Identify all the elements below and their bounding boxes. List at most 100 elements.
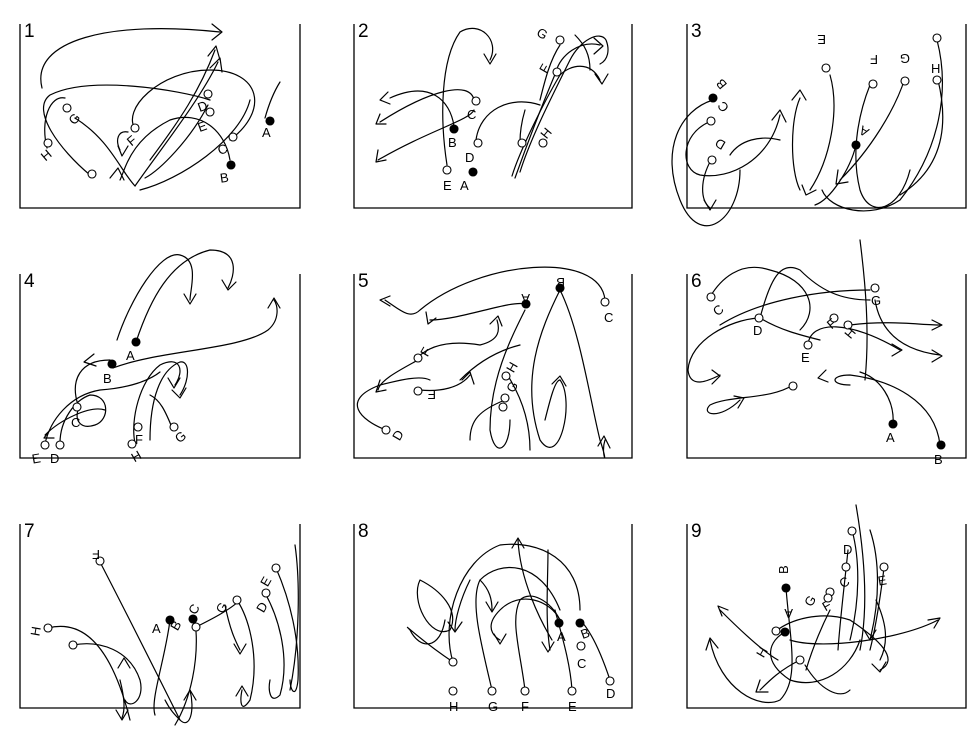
point-B: B <box>219 160 236 186</box>
point-H: H <box>931 33 942 76</box>
point-A: A <box>851 123 871 150</box>
panel-8: 8 A B <box>353 521 633 714</box>
svg-text:A: A <box>521 291 530 306</box>
svg-text:F: F <box>870 52 878 67</box>
point-D: D <box>50 440 65 466</box>
svg-text:G: G <box>503 379 521 395</box>
svg-text:C: C <box>216 141 230 158</box>
point-G: G <box>487 686 498 714</box>
panel-frame <box>19 524 301 709</box>
point-G: G <box>500 379 521 403</box>
point-C: C <box>837 562 853 591</box>
point-H: H <box>753 626 781 660</box>
point-D: D <box>465 138 483 165</box>
point-F: F <box>124 123 140 149</box>
svg-text:G: G <box>534 25 550 43</box>
point-G: G <box>62 103 83 128</box>
trajectory-paths <box>687 239 943 446</box>
svg-text:E: E <box>427 387 436 402</box>
point-A: A <box>152 615 175 636</box>
svg-text:C: C <box>837 573 853 591</box>
panel-frame <box>19 274 301 459</box>
svg-text:H: H <box>537 125 555 142</box>
point-F: F <box>520 686 530 714</box>
point-H: H <box>27 623 53 637</box>
svg-text:H: H <box>38 146 55 164</box>
point-C: C <box>576 641 586 671</box>
panel-frame <box>686 274 967 459</box>
svg-text:C: C <box>604 310 613 325</box>
point-H: H <box>537 125 555 148</box>
point-D: D <box>843 526 857 557</box>
svg-text:G: G <box>871 293 881 308</box>
point-B: B <box>555 275 565 293</box>
point-A: A <box>126 337 141 363</box>
point-F: F <box>824 313 840 332</box>
point-C: C <box>467 96 481 122</box>
labeled-points: A B C D E F G <box>448 618 615 714</box>
svg-text:B: B <box>448 135 457 150</box>
point-F: F <box>92 547 105 566</box>
panel-frame <box>353 524 633 709</box>
svg-text:G: G <box>213 600 231 616</box>
svg-text:H: H <box>129 447 145 465</box>
panel-9: 9 A <box>686 504 967 709</box>
point-B: B <box>776 565 791 593</box>
svg-text:D: D <box>465 150 474 165</box>
panel-number: 5 <box>358 271 369 292</box>
panel-frame <box>353 24 633 209</box>
panel-frame <box>353 274 633 459</box>
svg-text:B: B <box>103 371 112 386</box>
svg-text:D: D <box>753 323 762 338</box>
svg-text:H: H <box>449 699 458 714</box>
svg-text:A: A <box>262 125 271 140</box>
point-C: C <box>600 297 613 325</box>
panel-1: 1 A B <box>19 21 301 209</box>
svg-text:E: E <box>801 350 810 365</box>
point-D: D <box>753 313 764 338</box>
point-B: B <box>103 359 117 386</box>
point-D: D <box>605 676 615 701</box>
svg-text:D: D <box>843 542 852 557</box>
svg-text:H: H <box>753 644 771 660</box>
point-E: E <box>257 563 281 589</box>
point-A: A <box>886 419 898 445</box>
trajectory-paths <box>375 27 609 179</box>
labeled-points: A B C D E F G <box>38 89 275 186</box>
panel-frame <box>686 24 967 209</box>
svg-text:C: C <box>577 656 586 671</box>
point-D: D <box>381 425 407 443</box>
trajectory-paths <box>47 544 299 726</box>
panel-4: 4 A B <box>19 249 301 467</box>
point-E: E <box>442 165 452 193</box>
svg-text:E: E <box>568 699 577 714</box>
point-E: E <box>413 386 436 402</box>
svg-text:E: E <box>257 574 274 589</box>
panel-6: 6 A <box>686 239 967 467</box>
point-D: D <box>253 588 271 615</box>
point-B: B <box>934 440 946 467</box>
point-E: E <box>567 686 577 714</box>
svg-text:A: A <box>460 178 469 193</box>
trajectory-paths <box>705 504 941 704</box>
panel-2: 2 A B <box>353 21 633 209</box>
svg-text:D: D <box>606 686 615 701</box>
labeled-points: A B C D E F G <box>706 283 946 467</box>
svg-text:B: B <box>776 565 791 574</box>
labeled-points: A B C D E F G <box>31 337 189 467</box>
panel-number: 8 <box>358 521 369 542</box>
point-F: F <box>413 345 434 363</box>
point-G: G <box>534 25 565 45</box>
labeled-points: A B C D E F G <box>753 526 889 665</box>
svg-text:F: F <box>92 547 100 562</box>
point-H: H <box>501 359 521 381</box>
panel-number: 1 <box>24 21 35 42</box>
svg-text:B: B <box>167 618 184 633</box>
svg-text:A: A <box>126 348 135 363</box>
svg-text:G: G <box>801 593 819 609</box>
svg-text:E: E <box>196 118 210 135</box>
svg-text:C: C <box>185 601 203 617</box>
panel-5: 5 A <box>353 266 633 459</box>
labeled-points: A B C D E F G <box>381 275 613 443</box>
